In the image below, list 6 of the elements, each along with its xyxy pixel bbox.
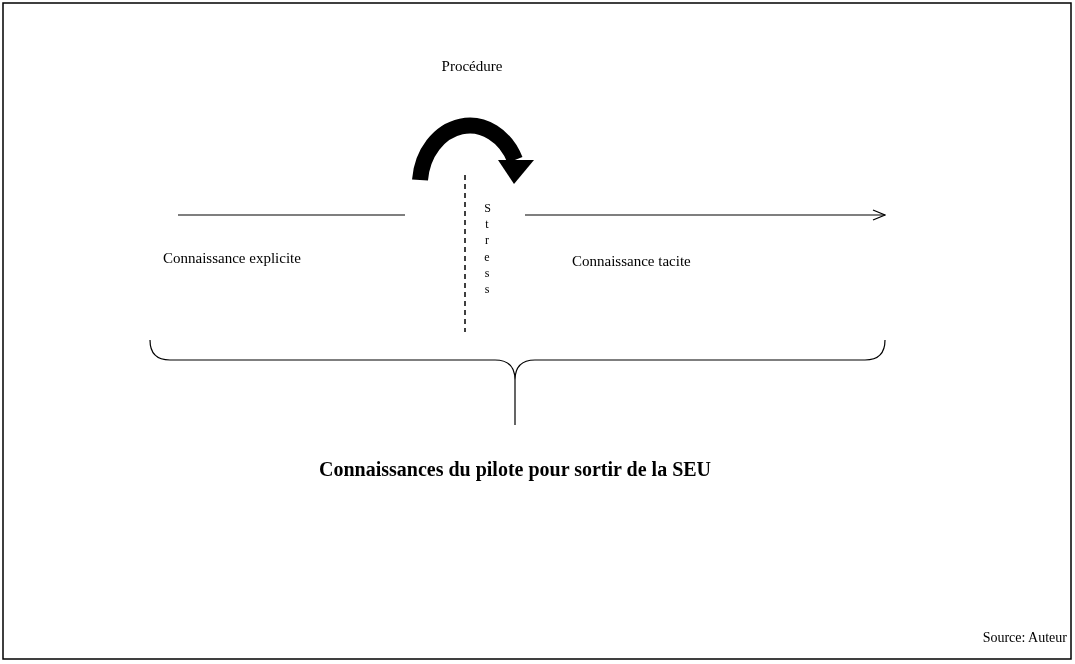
label: Connaissance explicite — [163, 250, 301, 267]
label: Connaissance tacite — [572, 253, 691, 270]
source-note: Source: Auteur — [982, 630, 1067, 646]
label: Procédure — [441, 58, 503, 75]
vertical-label: Stress — [484, 200, 490, 298]
caption: Connaissances du pilote pour sortir de la SEU — [318, 458, 712, 481]
